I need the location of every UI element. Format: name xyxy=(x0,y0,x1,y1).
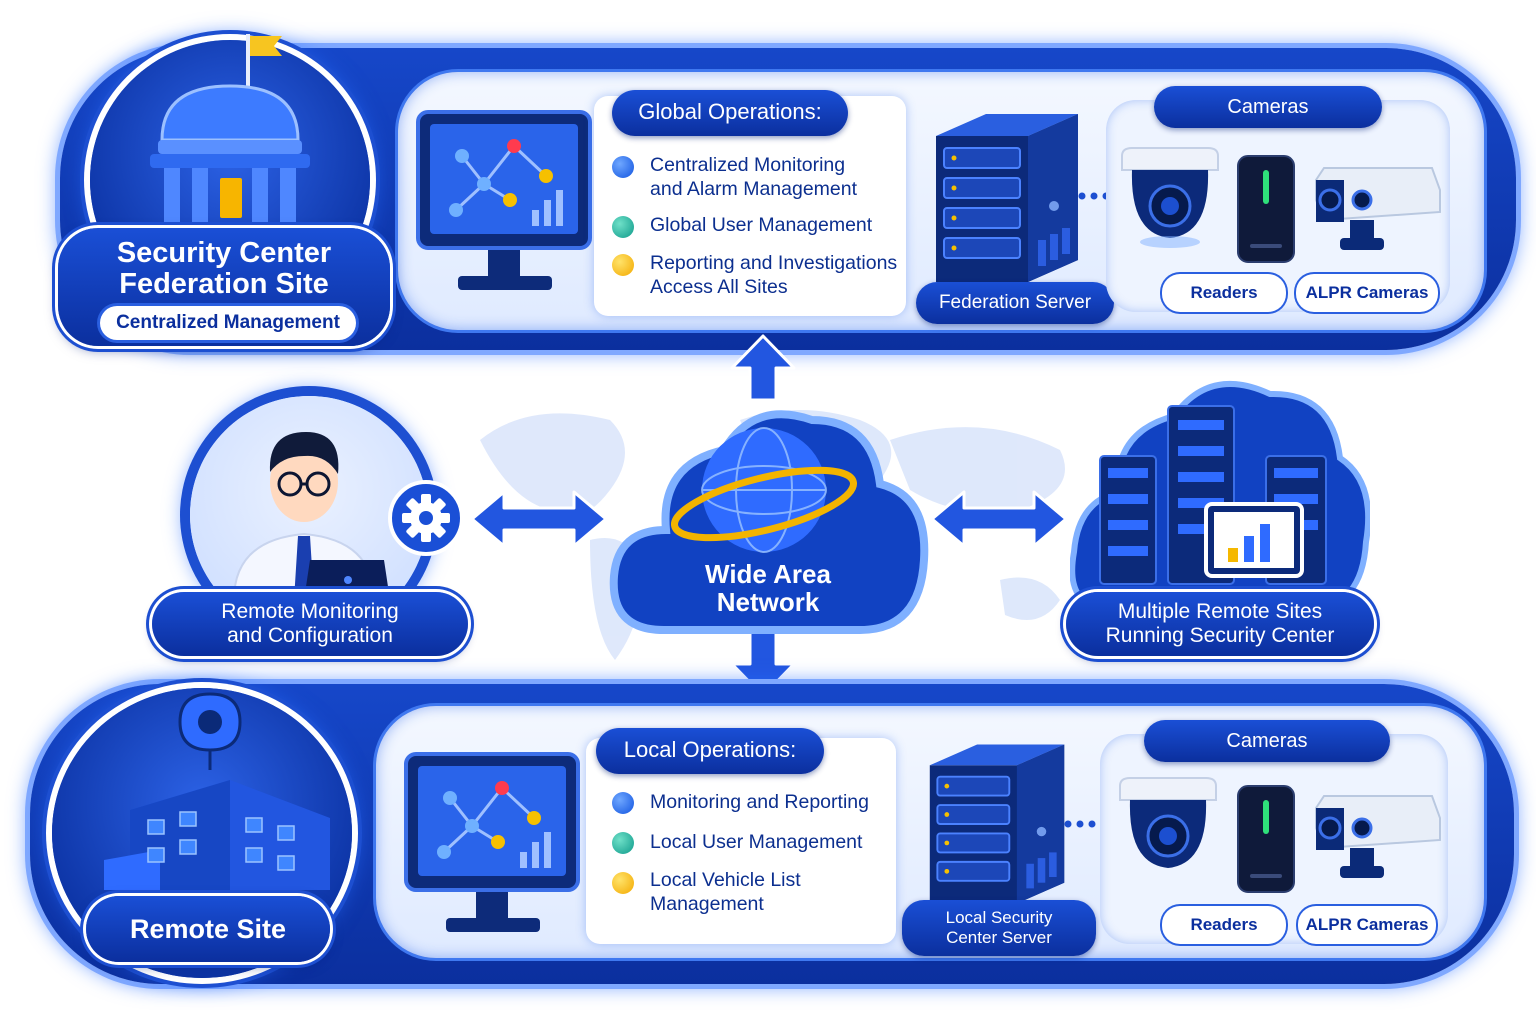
local-item-1-dot xyxy=(612,792,634,814)
local-operations-title: Local Operations: xyxy=(596,728,824,774)
global-item-1-dot xyxy=(612,156,634,178)
local-card-reader-icon xyxy=(1237,785,1295,893)
remote-monitoring-label: Remote Monitoring and Configuration xyxy=(152,592,468,656)
local-item-3-dot xyxy=(612,872,634,894)
local-item-1: Monitoring and Reporting xyxy=(650,791,869,813)
bottom-readers-label: Readers xyxy=(1162,906,1286,944)
gear-icon xyxy=(388,480,464,556)
server-cluster-icon xyxy=(1070,380,1370,608)
local-monitor-icon xyxy=(404,752,580,932)
wan-label: Wide Area Network xyxy=(705,559,831,617)
bottom-alpr-label: ALPR Cameras xyxy=(1298,906,1436,944)
centralized-management-badge: Centralized Management xyxy=(100,306,356,340)
double-arrow-right xyxy=(930,490,1068,548)
local-item-3: Local Vehicle List Management xyxy=(650,869,801,915)
top-alpr-label: ALPR Cameras xyxy=(1296,274,1438,312)
federation-server-label: Federation Server xyxy=(916,282,1114,324)
top-readers-label: Readers xyxy=(1162,274,1286,312)
wan-cloud-icon xyxy=(609,410,929,634)
global-item-1: Centralized Monitoring and Alarm Managem… xyxy=(650,154,858,200)
remote-site-title: Remote Site xyxy=(86,896,330,962)
building-location-icon xyxy=(104,692,330,890)
card-reader-icon xyxy=(1237,155,1295,263)
double-arrow-left xyxy=(470,490,608,548)
monitor-icon xyxy=(416,110,592,290)
global-item-3-dot xyxy=(612,254,634,276)
local-dome-camera-icon xyxy=(1119,777,1217,868)
alpr-camera-icon xyxy=(1315,167,1441,250)
federation-title-line2: Federation Site xyxy=(119,268,329,300)
federation-title-line1: Security Center xyxy=(116,237,332,269)
local-connection-dots xyxy=(1064,820,1096,828)
local-alpr-camera-icon xyxy=(1315,795,1441,878)
federal-building-icon xyxy=(144,34,316,236)
local-server-label: Local Security Center Server xyxy=(902,900,1096,956)
global-item-2-dot xyxy=(612,216,634,238)
bottom-cameras-label: Cameras xyxy=(1144,720,1390,762)
top-cameras-label: Cameras xyxy=(1154,86,1382,128)
arrow-up-icon xyxy=(730,334,796,402)
operator-person-icon xyxy=(232,432,390,600)
local-server-icon xyxy=(929,744,1065,904)
dome-camera-icon xyxy=(1121,147,1219,248)
local-item-2: Local User Management xyxy=(650,831,863,853)
global-operations-title: Global Operations: xyxy=(612,90,848,136)
global-item-2: Global User Management xyxy=(650,214,873,236)
global-item-3: Reporting and Investigations Access All … xyxy=(650,252,898,298)
federation-server-icon xyxy=(936,114,1078,282)
local-item-2-dot xyxy=(612,832,634,854)
multiple-sites-label: Multiple Remote Sites Running Security C… xyxy=(1066,592,1374,656)
